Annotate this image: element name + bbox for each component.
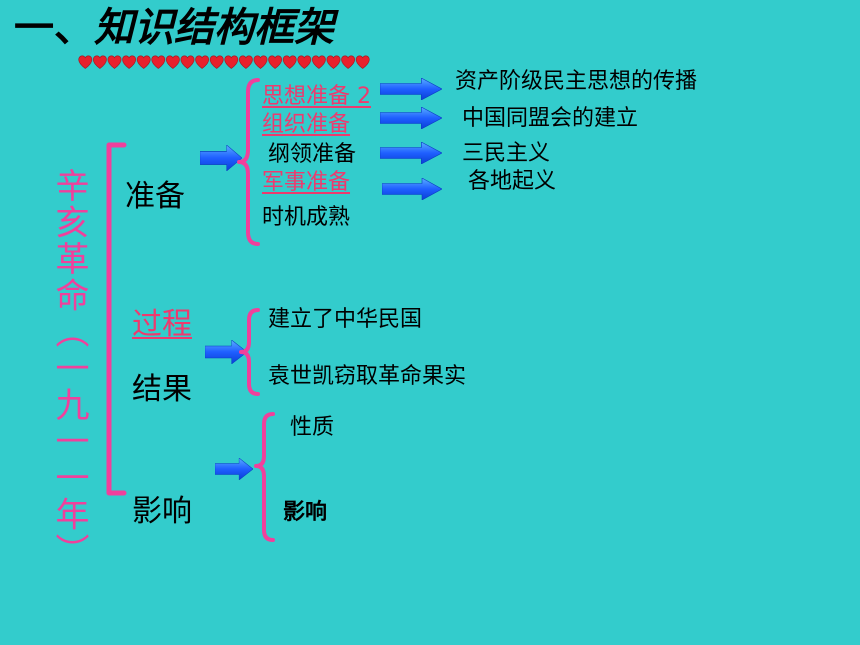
title-prefix: 一、 — [14, 5, 94, 51]
preparation-label: 准备 — [125, 179, 185, 214]
result-item-republic: 建立了中华民国 — [268, 307, 423, 332]
process-label[interactable]: 过程 — [132, 307, 192, 342]
preparation-item-timing: 时机成熟 — [262, 205, 351, 230]
heart-divider — [78, 55, 370, 70]
outcome-military: 各地起义 — [468, 169, 557, 194]
impact-arrow-icon — [215, 458, 253, 480]
preparation-item-ideology[interactable]: 思想准备 2 — [262, 84, 371, 109]
program-arrow-icon — [380, 142, 442, 164]
title-main: 知识结构框架 — [94, 5, 334, 51]
impact-label: 影响 — [132, 494, 192, 529]
result-item-yuan-shikai: 袁世凯窃取革命果实 — [268, 364, 467, 389]
preparation-item-program: 纲领准备 — [268, 142, 357, 167]
outcome-ideology: 资产阶级民主思想的传播 — [455, 69, 698, 94]
impact-brace-icon — [254, 412, 275, 542]
result-arrow-icon — [205, 340, 247, 364]
outcome-organization: 中国同盟会的建立 — [462, 106, 639, 131]
impact-item-influence: 影响 — [283, 500, 328, 525]
ideology-arrow-icon — [380, 78, 442, 100]
result-brace-icon — [239, 308, 260, 396]
outcome-program: 三民主义 — [462, 141, 551, 166]
topic-vertical-label: 辛亥革命（一九一一年） — [49, 168, 89, 570]
main-bracket-icon — [106, 142, 127, 496]
preparation-item-organization[interactable]: 组织准备 — [262, 112, 351, 137]
slide-title: 一、知识结构框架 — [14, 8, 334, 48]
preparation-arrow-icon — [200, 145, 242, 171]
preparation-brace-icon — [237, 78, 260, 246]
preparation-item-military[interactable]: 军事准备 — [262, 170, 351, 195]
organization-arrow-icon — [380, 107, 442, 129]
military-arrow-icon — [382, 178, 442, 200]
result-label: 结果 — [132, 372, 192, 407]
impact-item-nature: 性质 — [290, 415, 335, 440]
